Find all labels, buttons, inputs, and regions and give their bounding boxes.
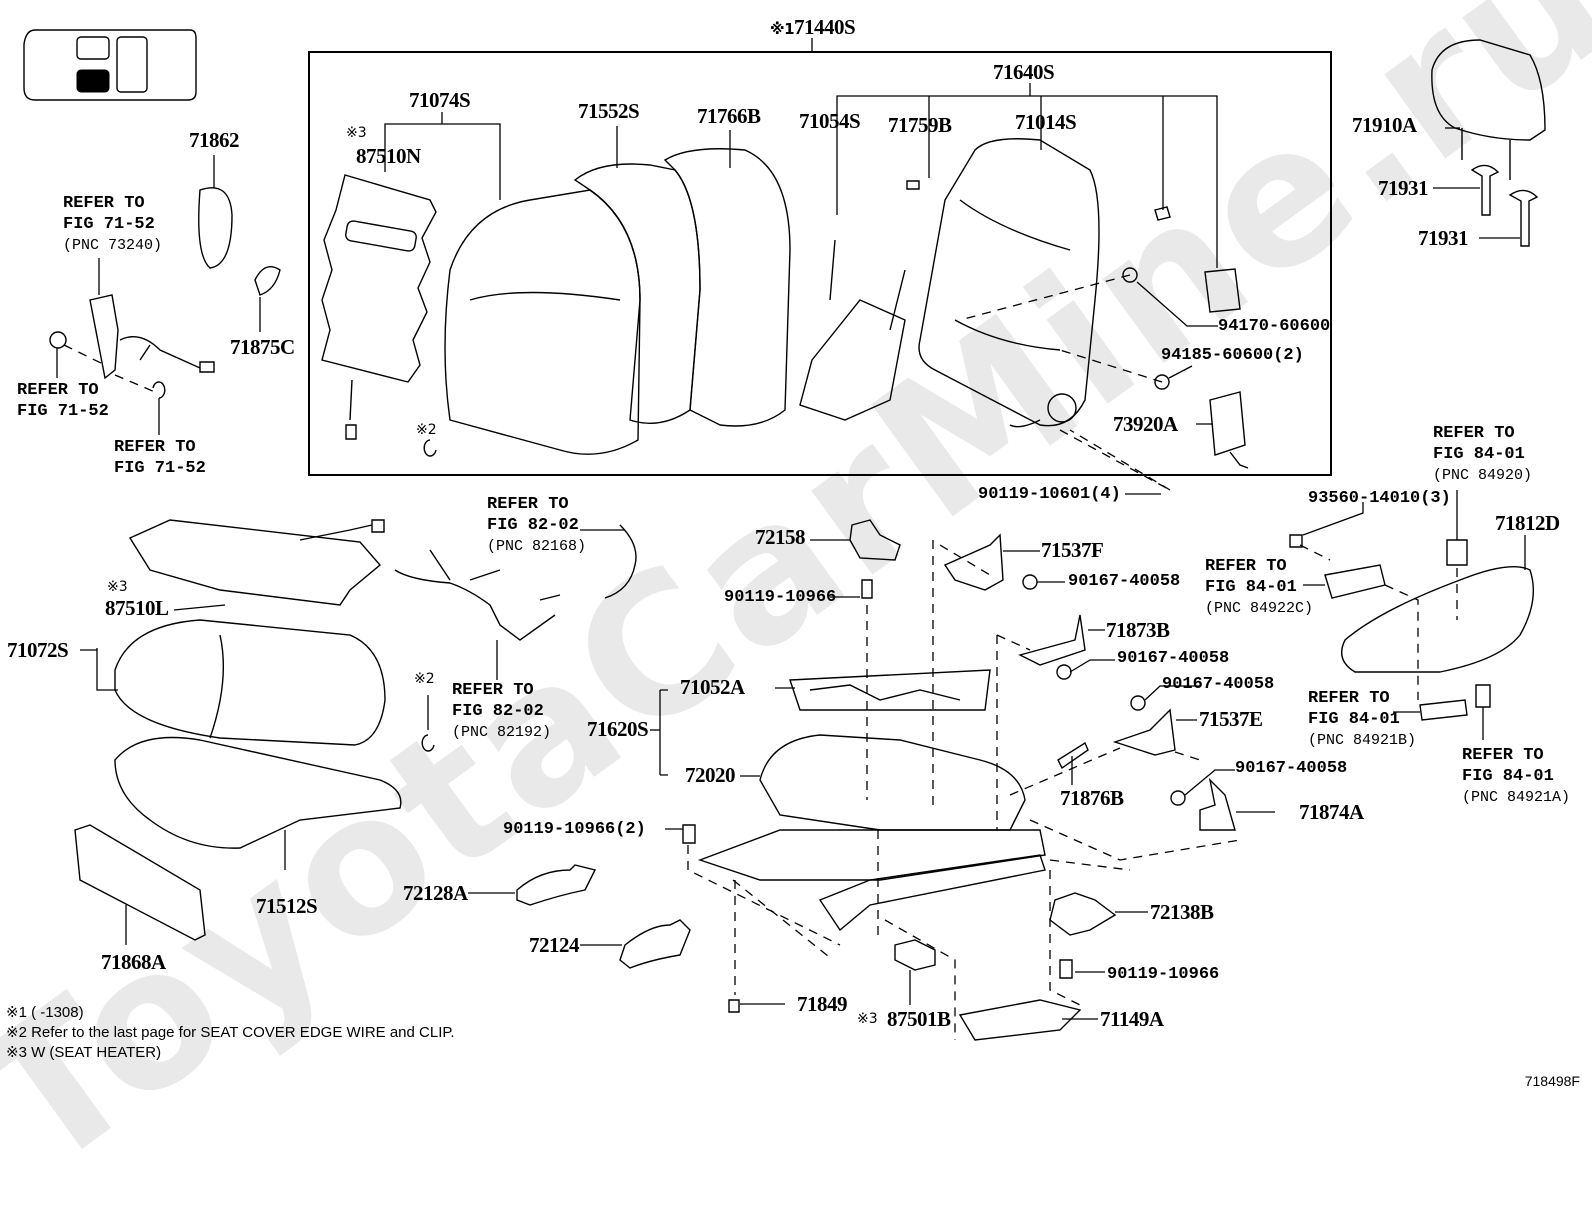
reference-fig-84-01-pnc-84921B[interactable]: REFER TO FIG 84-01 (PNC 84921B) [1308, 688, 1416, 751]
part-label-87510L[interactable]: 87510L [105, 596, 169, 620]
ref-line2: FIG 84-01 [1308, 710, 1400, 729]
ref-line1: REFER TO [114, 438, 196, 457]
reference-fig-82-02-pnc-82168[interactable]: REFER TO FIG 82-02 (PNC 82168) [487, 494, 586, 557]
reference-fig-71-52-bottom[interactable]: REFER TO FIG 71-52 [114, 437, 206, 479]
ref-pnc: (PNC 84920) [1433, 467, 1533, 484]
ref-pnc: (PNC 82168) [487, 538, 587, 555]
ref-line1: REFER TO [1205, 557, 1287, 576]
part-label-71849[interactable]: 71849 [797, 992, 848, 1016]
ref-line2: FIG 71-52 [114, 459, 206, 478]
part-label-71512S[interactable]: 71512S [256, 894, 318, 918]
note-mark-2-lower: ※2 [414, 671, 435, 687]
part-label-71759B[interactable]: 71759B [888, 113, 952, 137]
reference-fig-84-01-pnc-84921A[interactable]: REFER TO FIG 84-01 (PNC 84921A) [1462, 745, 1570, 808]
part-label-71868A[interactable]: 71868A [101, 950, 166, 974]
part-label-72158[interactable]: 72158 [755, 525, 806, 549]
part-label-90119-10966-2[interactable]: 90119-10966(2) [503, 820, 646, 839]
ref-line2: FIG 71-52 [63, 215, 155, 234]
part-label-71873B[interactable]: 71873B [1106, 618, 1170, 642]
part-label-71910A[interactable]: 71910A [1352, 113, 1417, 137]
note-mark-3-cushion: ※3 [107, 579, 128, 595]
ref-pnc: (PNC 84922C) [1205, 600, 1314, 617]
part-label-71014S[interactable]: 71014S [1015, 110, 1077, 134]
part-label-72020[interactable]: 72020 [685, 763, 736, 787]
ref-line2: FIG 84-01 [1462, 767, 1554, 786]
part-label-72124[interactable]: 72124 [529, 933, 580, 957]
parts-diagram-canvas [23, 29, 1546, 1041]
part-label-90167-40058-a[interactable]: 90167-40058 [1068, 572, 1181, 591]
part-label-73920A[interactable]: 73920A [1113, 412, 1178, 436]
part-label-71812D[interactable]: 71812D [1495, 511, 1560, 535]
part-label-71072S[interactable]: 71072S [7, 638, 69, 662]
part-label-71149A[interactable]: 71149A [1100, 1007, 1164, 1031]
assembly-label-71440S[interactable]: ※171440S [770, 15, 856, 39]
part-label-71074S[interactable]: 71074S [409, 88, 471, 112]
reference-fig-82-02-pnc-82192[interactable]: REFER TO FIG 82-02 (PNC 82192) [452, 680, 551, 743]
part-label-90167-40058-b[interactable]: 90167-40058 [1117, 649, 1230, 668]
ref-line1: REFER TO [452, 681, 534, 700]
part-label-90119-10601[interactable]: 90119-10601(4) [978, 485, 1121, 504]
part-label-87501B[interactable]: 87501B [887, 1007, 951, 1031]
part-label-90119-10966-upper[interactable]: 90119-10966 [724, 588, 837, 607]
seatback-assembly-box [308, 51, 1332, 476]
part-label-71620S[interactable]: 71620S [587, 717, 649, 741]
part-label-94185-60600[interactable]: 94185-60600(2) [1161, 346, 1304, 365]
footnotes: ※1 ( -1308) ※2 Refer to the last page fo… [6, 1003, 455, 1063]
part-label-71931-upper[interactable]: 71931 [1378, 176, 1429, 200]
part-label-71931-lower[interactable]: 71931 [1418, 226, 1469, 250]
part-label-72128A[interactable]: 72128A [403, 881, 468, 905]
part-label-71537F[interactable]: 71537F [1041, 538, 1104, 562]
part-label-71766B[interactable]: 71766B [697, 104, 761, 128]
note-mark-3-sensor: ※3 [857, 1011, 878, 1027]
part-label-71537E[interactable]: 71537E [1199, 707, 1263, 731]
ref-pnc: (PNC 84921A) [1462, 789, 1571, 806]
note-mark-3: ※3 [346, 125, 367, 141]
ref-line1: REFER TO [1433, 424, 1515, 443]
reference-fig-84-01-pnc-84920[interactable]: REFER TO FIG 84-01 (PNC 84920) [1433, 423, 1532, 486]
part-label-71052A[interactable]: 71052A [680, 675, 745, 699]
note-mark-2-upper: ※2 [416, 422, 437, 438]
part-label-93560-14010[interactable]: 93560-14010(3) [1308, 489, 1451, 508]
vehicle-position-icon [23, 29, 197, 101]
part-label-71875C[interactable]: 71875C [230, 335, 295, 359]
ref-pnc: (PNC 82192) [452, 724, 552, 741]
part-label-71640S[interactable]: 71640S [993, 60, 1055, 84]
ref-pnc: (PNC 73240) [63, 237, 163, 254]
ref-line1: REFER TO [1462, 746, 1544, 765]
ref-line2: FIG 82-02 [452, 702, 544, 721]
part-label-71874A[interactable]: 71874A [1299, 800, 1364, 824]
part-label-71552S[interactable]: 71552S [578, 99, 640, 123]
footnote-1: ※1 ( -1308) [6, 1004, 84, 1021]
ref-line2: FIG 84-01 [1205, 578, 1297, 597]
ref-line1: REFER TO [17, 381, 99, 400]
part-label-90167-40058-c[interactable]: 90167-40058 [1162, 675, 1275, 694]
ref-line1: REFER TO [63, 194, 145, 213]
part-label-71054S[interactable]: 71054S [799, 109, 861, 133]
reference-fig-71-52-pnc-73240[interactable]: REFER TO FIG 71-52 (PNC 73240) [63, 193, 162, 256]
ref-line2: FIG 84-01 [1433, 445, 1525, 464]
part-label-90167-40058-d[interactable]: 90167-40058 [1235, 759, 1348, 778]
footnote-2: ※2 Refer to the last page for SEAT COVER… [6, 1024, 455, 1041]
part-label-72138B[interactable]: 72138B [1150, 900, 1214, 924]
part-label-94170-60600[interactable]: 94170-60600 [1218, 317, 1331, 336]
footnote-3: ※3 W (SEAT HEATER) [6, 1044, 162, 1061]
ref-pnc: (PNC 84921B) [1308, 732, 1417, 749]
ref-line2: FIG 82-02 [487, 516, 579, 535]
reference-fig-71-52-left[interactable]: REFER TO FIG 71-52 [17, 380, 109, 422]
part-label-87510N[interactable]: 87510N [356, 144, 421, 168]
note-mark-1: ※1 [770, 20, 795, 38]
assembly-part-number: 71440S [794, 15, 856, 39]
ref-line1: REFER TO [1308, 689, 1390, 708]
ref-line1: REFER TO [487, 495, 569, 514]
part-label-71876B[interactable]: 71876B [1060, 786, 1124, 810]
part-label-90119-10966-lower[interactable]: 90119-10966 [1107, 965, 1220, 984]
figure-id: 718498F [1524, 1073, 1580, 1089]
ref-line2: FIG 71-52 [17, 402, 109, 421]
part-label-71862[interactable]: 71862 [189, 128, 240, 152]
reference-fig-84-01-pnc-84922C[interactable]: REFER TO FIG 84-01 (PNC 84922C) [1205, 556, 1313, 619]
